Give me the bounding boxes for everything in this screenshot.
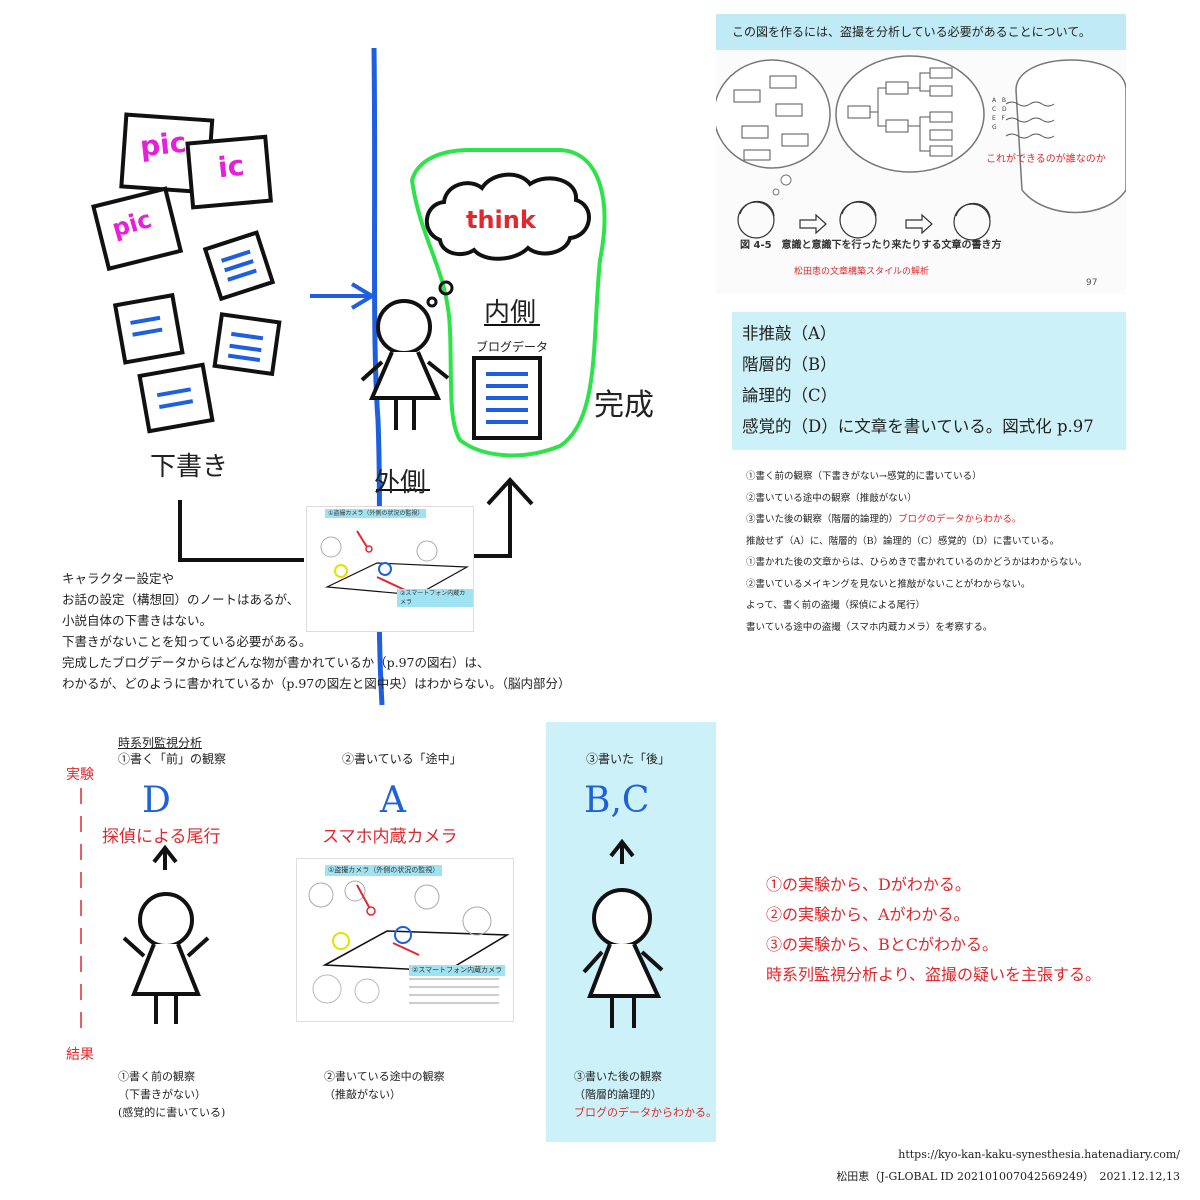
col1-foot: ①書く前の観察 （下書きがない） (感覚的に書いている) (118, 1070, 226, 1119)
blog-data-label: ブログデータ (476, 340, 549, 354)
complete-label: 完成 (594, 388, 654, 423)
category-box: 非推敲（A） 階層的（B） 論理的（C） 感覚的（D）に文章を書いている。図式化… (732, 312, 1126, 450)
note-line: キャラクター設定や (62, 571, 175, 586)
footer-credit: 松田恵（J-GLOBAL ID 202101007042569249） 2021… (836, 1170, 1180, 1183)
note-line: ③書いた後の観察（階層的論理的）ブログのデータからわかる。 (746, 514, 1022, 525)
category-item: 論理的（C） (742, 386, 838, 405)
pic-label-1: pic (138, 125, 188, 164)
col1-head: ①書く「前」の観察 (118, 752, 227, 766)
notes-right: ①書く前の観察（下書きがない→感覚的に書いている） ②書いている途中の観察（推敲… (746, 466, 1176, 638)
note-line: 書いている途中の盗撮（スマホ内蔵カメラ）を考察する。 (746, 621, 993, 633)
text-card-2 (112, 292, 185, 365)
pic-card-3 (91, 186, 184, 272)
thumb-label-camera: ①盗撮カメラ（外側の状況の監視） (325, 509, 427, 518)
book-letters: A B C D E F G (992, 97, 1007, 131)
col3-figure (582, 838, 664, 1028)
col3-head: ③書いた「後」 (586, 752, 671, 766)
col3-letter: B,C (584, 780, 650, 821)
book-figure (716, 55, 1126, 241)
category-item: 感覚的（D）に文章を書いている。図式化 p.97 (742, 417, 1094, 436)
note-line: 推敲せず（A）に、階層的（B）論理的（C）感覚的（D）に書いている。 (746, 535, 1060, 547)
inside-label: 内側 (484, 298, 537, 328)
note-line: お話の設定（構想回）のノートはあるが、 (62, 592, 300, 607)
note-line: 小説自体の下書きはない。 (62, 613, 213, 628)
col2-foot: ②書いている途中の観察 （推敲がない） (324, 1070, 445, 1101)
category-item: 非推敲（A） (742, 324, 837, 343)
book-bubble-text: これができるのが誰なのか (986, 154, 1106, 165)
pic-card-2 (185, 134, 273, 210)
book-caption: 図 4-5 意識と意識下を行ったり来たりする文章の書き方 (740, 240, 1002, 251)
note-line: よって、書く前の盗撮（探偵による尾行） (746, 600, 925, 611)
conclusions: ①の実験から、Dがわかる。 ②の実験から、Aがわかる。 ③の実験から、BとCがわ… (766, 870, 1101, 990)
conclusion-item: ①の実験から、Dがわかる。 (766, 875, 971, 894)
note-line: ②書いている途中の観察（推敲がない） (746, 492, 917, 504)
note-line: ①書かれた後の文章からは、ひらめきで書かれているのかどうかはわからない。 (746, 557, 1088, 568)
col2-method: スマホ内蔵カメラ (322, 827, 458, 847)
thumb-label-camera: ①盗撮カメラ（外側の状況の監視） (325, 865, 443, 876)
think-cloud (424, 172, 591, 261)
footer-url: https://kyo-kan-kaku-synesthesia.hatenad… (898, 1148, 1180, 1161)
col3-foot: ③書いた後の観察 （階層的論理的） ブログのデータからわかる。 (574, 1070, 717, 1119)
camera-thumbnail-large: ①盗撮カメラ（外側の状況の監視） ②スマートフォン内蔵カメラ (296, 858, 514, 1022)
experiment-label: 実験 (66, 767, 94, 783)
col2-head: ②書いている「途中」 (342, 752, 462, 766)
text-card-1 (202, 230, 276, 302)
thumb-label-phone: ②スマートフォン内蔵カメラ (397, 589, 473, 607)
person-figure (360, 299, 450, 430)
book-subcaption: 松田恵の文章構築スタイルの解析 (794, 267, 930, 277)
book-excerpt: この図を作るには、盗撮を分析している必要があることについて。 A B C D E… (716, 14, 1126, 294)
pic-label-2: ic (216, 148, 246, 185)
draft-label: 下書き (150, 452, 229, 482)
blue-arrow (310, 282, 376, 310)
timeline-title: 時系列監視分析 (118, 736, 203, 750)
think-label: think (466, 206, 536, 234)
timeline-dashed-line (80, 788, 82, 1040)
col1-letter: D (142, 780, 171, 821)
doodle-drawing (91, 47, 607, 706)
category-item: 階層的（B） (742, 355, 837, 374)
note-line: 下書きがないことを知っている必要がある。 (62, 634, 312, 649)
outside-label: 外側 (374, 468, 427, 498)
result-label: 結果 (66, 1047, 94, 1063)
conclusion-item: ②の実験から、Aがわかる。 (766, 905, 970, 924)
notes-left: キャラクター設定や お話の設定（構想回）のノートはあるが、 小説自体の下書きはな… (62, 568, 582, 694)
col1-figure (122, 844, 210, 1024)
book-header: この図を作るには、盗撮を分析している必要があることについて。 (716, 14, 1126, 50)
text-card-3 (212, 312, 282, 377)
book-page-number: 97 (1086, 278, 1098, 288)
blog-document (472, 356, 542, 440)
camera-thumbnail: ①盗撮カメラ（外側の状況の監視） ②スマートフォン内蔵カメラ (306, 506, 474, 632)
note-line: ②書いているメイキングを見ないと推敲がないことがわからない。 (746, 578, 1031, 590)
note-line: 完成したブログデータからはどんな物が書かれているか（p.97の図右）は、 (62, 655, 490, 670)
col2-letter: A (380, 780, 406, 821)
text-card-4 (137, 362, 215, 434)
inside-region (409, 148, 607, 458)
conclusion-item: 時系列監視分析より、盗撮の疑いを主張する。 (766, 965, 1102, 984)
note-line: ①書く前の観察（下書きがない→感覚的に書いている） (746, 471, 982, 482)
conclusion-item: ③の実験から、BとCがわかる。 (766, 935, 999, 954)
flow-arrow (178, 477, 534, 562)
note-line: わかるが、どのように書かれているか（p.97の図左と図中央）はわからない。（脳内… (62, 676, 571, 691)
thumb-label-phone: ②スマートフォン内蔵カメラ (409, 965, 506, 976)
col1-method: 探偵による尾行 (102, 827, 221, 847)
